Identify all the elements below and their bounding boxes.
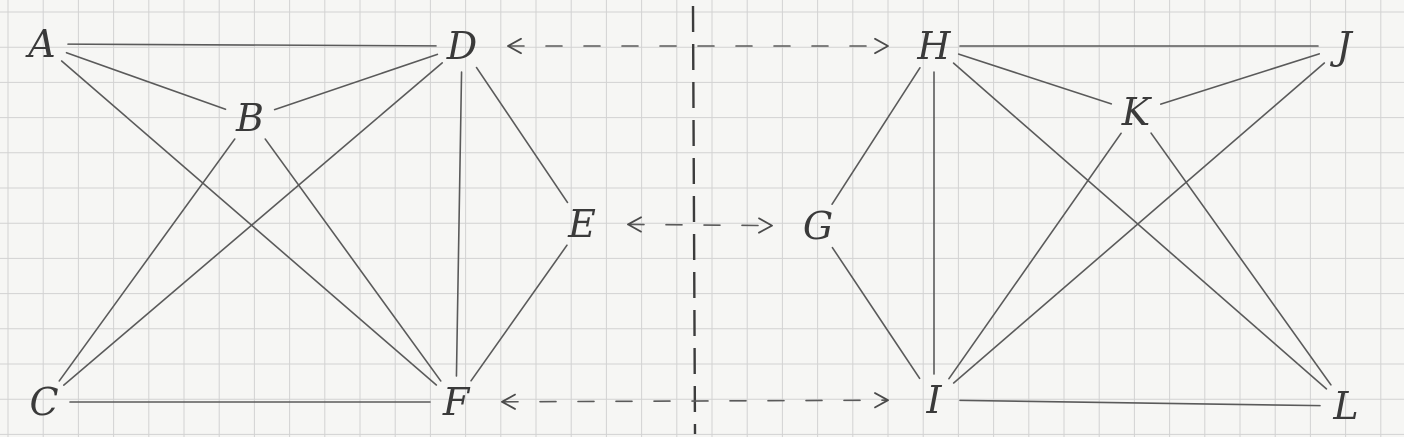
edge-layer [58,37,1332,410]
edge-d-e [475,66,569,204]
edge-b-c [58,138,236,382]
edge-h-k [957,53,1113,105]
node-c: C [29,380,58,424]
node-k: K [1121,90,1153,134]
edge-a-f [60,60,438,386]
edge-j-i [952,62,1326,384]
edge-b-d [273,53,439,111]
arrowhead-to-i [874,392,889,409]
edge-f-i [501,399,889,403]
node-i: I [925,378,942,422]
node-g: G [803,204,833,248]
node-label-layer: A B C D E F G H I J K L [25,22,1358,428]
arrowhead-to-f [501,393,516,410]
edge-k-i [948,132,1122,380]
edge-c-d [62,62,444,386]
arrowhead-to-h [874,37,889,55]
node-a: A [25,22,55,66]
node-f: F [442,380,471,424]
edge-k-j [1159,53,1321,105]
arrowhead-to-g [758,217,773,234]
node-j: J [1329,24,1353,68]
arrowhead-to-e [627,216,642,233]
edge-e-g [627,223,773,227]
edge-a-b [65,51,227,111]
node-h: H [916,24,951,68]
edge-h-l [952,62,1328,390]
edge-i-l [959,399,1321,407]
node-b: B [235,96,264,140]
node-e: E [567,202,596,246]
node-d: D [446,24,477,68]
node-l: L [1332,384,1358,428]
edge-a-d [67,43,437,47]
edge-b-f [264,138,442,382]
edge-h-g [831,67,921,205]
edge-k-l [1150,132,1332,386]
arrowhead-to-d [507,37,522,55]
edge-e-f [470,244,568,382]
vertical-dashed-axis [691,5,697,435]
edge-g-i [831,246,921,380]
edge-d-f [455,71,463,377]
